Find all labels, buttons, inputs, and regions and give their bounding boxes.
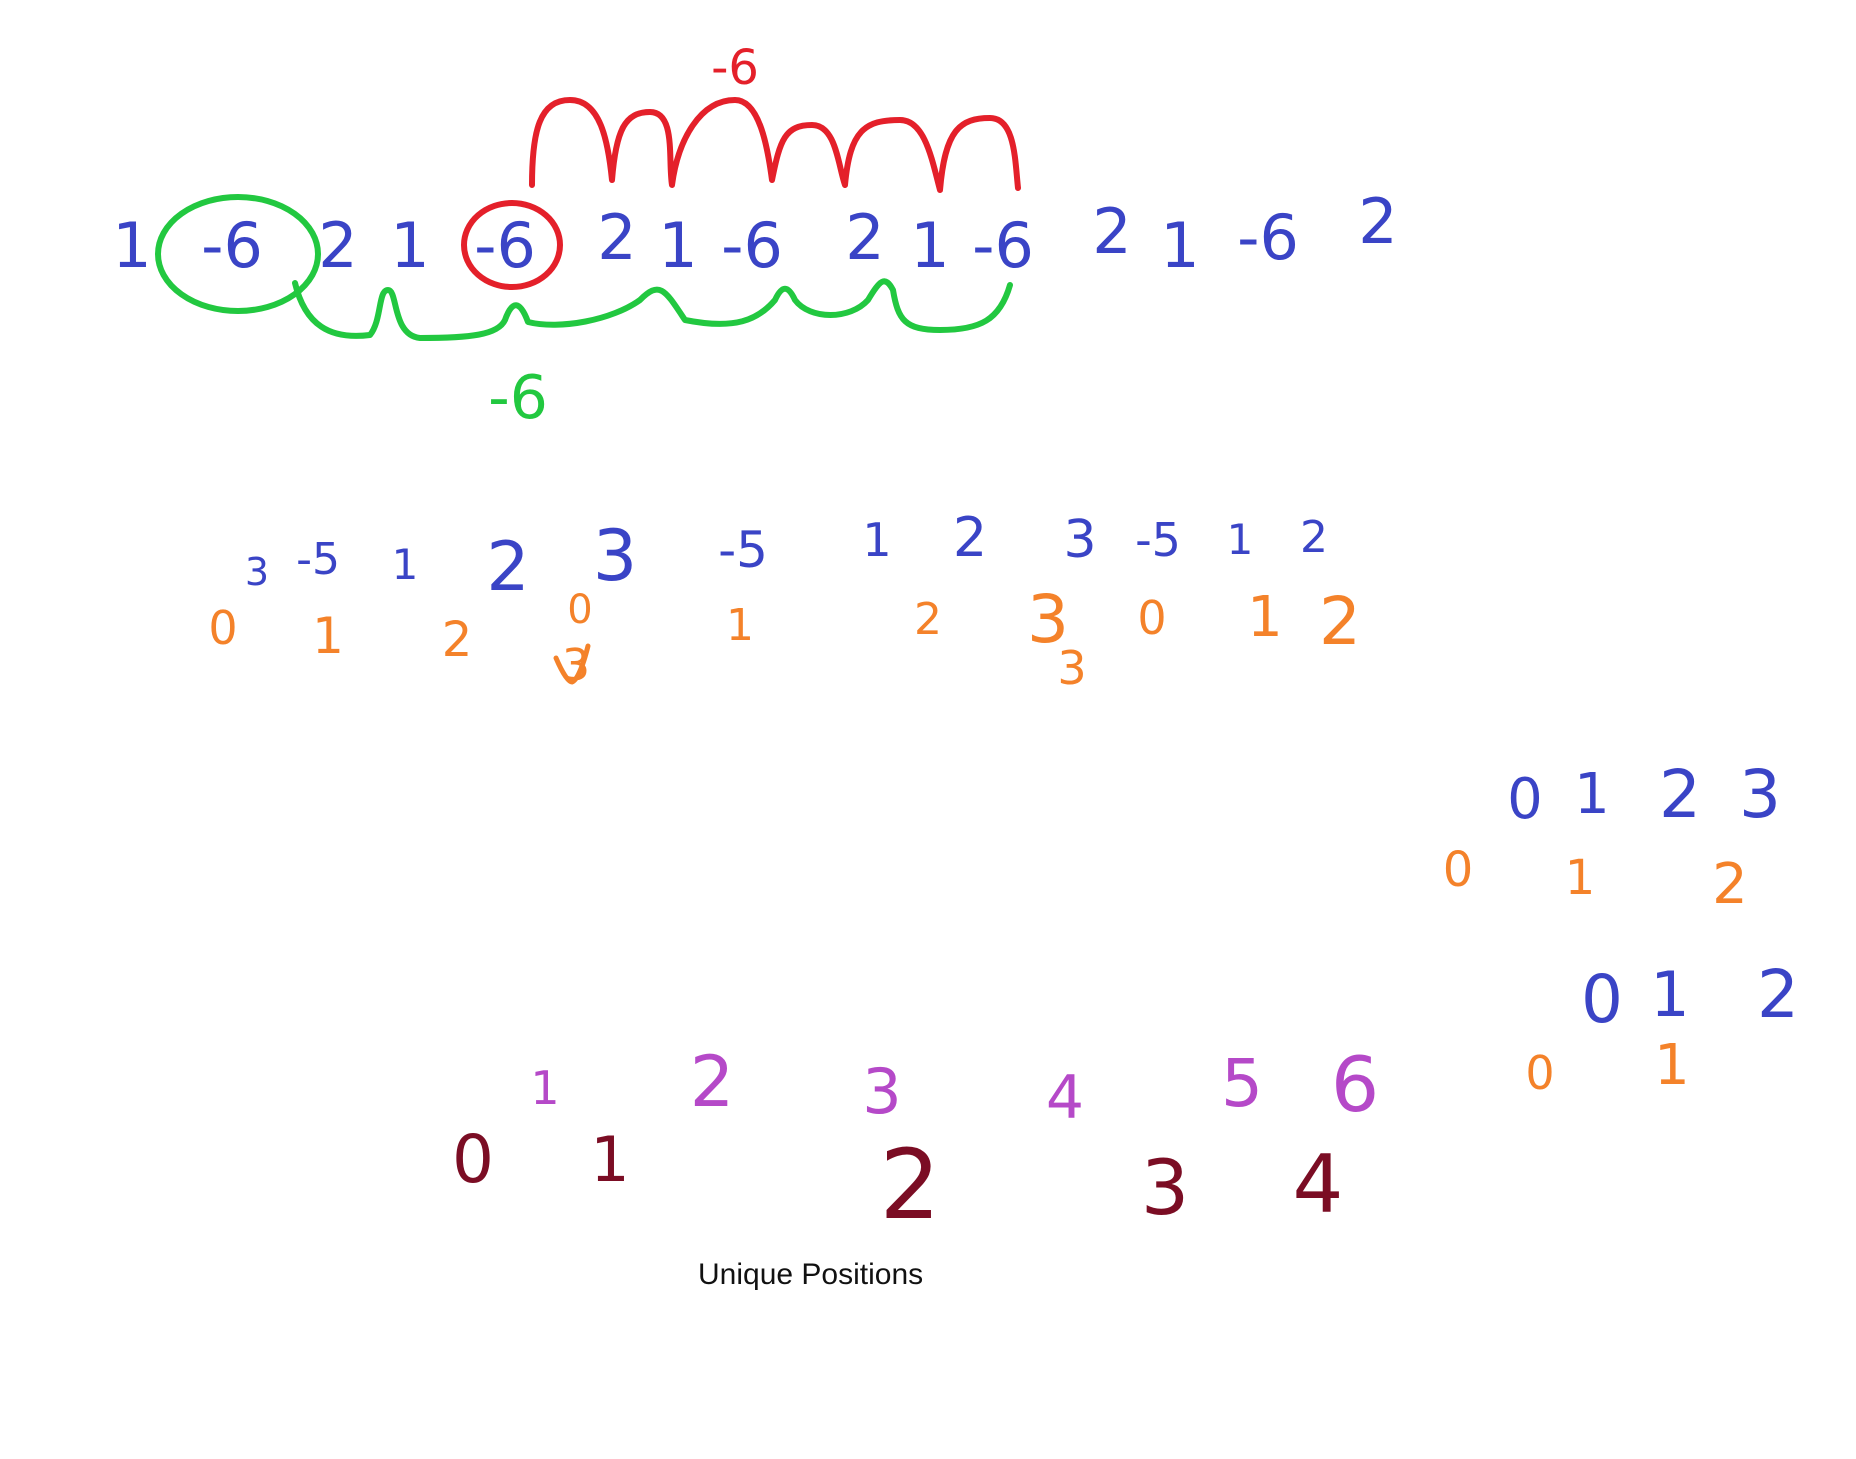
row1-blue-token: -6: [972, 209, 1034, 282]
row2-orange-token: 1: [312, 607, 344, 665]
row2-orange-token: 1: [726, 600, 754, 651]
row3-purple-token: 3: [862, 1055, 902, 1128]
row2-blue-token: 2: [486, 528, 530, 607]
row2-orange-token: 2: [1319, 583, 1361, 660]
red-circle: [461, 200, 563, 290]
block-a-blue-token: 1: [1574, 762, 1610, 827]
row1-blue-token: 1: [390, 209, 430, 282]
row1-blue-token: 1: [658, 209, 698, 282]
row3-maroon-token: 4: [1292, 1138, 1344, 1231]
row3-purple-token: 4: [1045, 1063, 1085, 1133]
row2-blue-token: -5: [718, 521, 768, 579]
row3-maroon-token: 3: [1140, 1143, 1190, 1232]
orange-tick-mark: [553, 643, 591, 685]
green-jump-label: -6: [488, 363, 548, 433]
row2-blue-token: 2: [1300, 512, 1328, 563]
row3-purple-token: 1: [530, 1061, 560, 1115]
row3-maroon-token: 1: [590, 1123, 630, 1196]
row3-maroon-token: 2: [879, 1129, 941, 1241]
block-b-blue-token: 1: [1650, 958, 1690, 1031]
row2-orange-token: 0: [208, 601, 238, 655]
block-b-orange-token: 1: [1654, 1033, 1690, 1098]
block-a-orange-token: 0: [1442, 842, 1474, 898]
row1-blue-token: -6: [474, 209, 536, 282]
row2-blue-token: 3: [244, 550, 270, 594]
row2-orange-token: 0: [1137, 591, 1167, 645]
row3-purple-token: 5: [1221, 1045, 1263, 1122]
row1-blue-token: 1: [1160, 209, 1200, 282]
row1-blue-token: -6: [721, 209, 783, 282]
red-arch-group: [529, 97, 1021, 193]
row1-blue-token: 2: [1092, 195, 1132, 268]
row2-blue-token: -5: [296, 534, 340, 585]
block-b-blue-token: 2: [1757, 956, 1799, 1033]
block-a-orange-token: 1: [1564, 850, 1596, 906]
green-scallop-group: [292, 278, 1013, 341]
row3-purple-token: 6: [1330, 1040, 1380, 1129]
row1-blue-token: -6: [201, 209, 263, 282]
row2-blue-token: 3: [1063, 510, 1097, 570]
block-b-orange-token: 0: [1525, 1046, 1555, 1100]
row2-orange-token: 1: [1247, 585, 1283, 650]
row2-orange-token: 2: [914, 594, 942, 645]
row1-blue-token: 2: [845, 201, 885, 274]
green-circle: [155, 194, 321, 314]
block-b-blue-token: 0: [1581, 961, 1623, 1038]
block-a-blue-token: 0: [1507, 767, 1543, 832]
block-a-blue-token: 2: [1659, 756, 1701, 833]
row2-orange-token: 3: [1057, 641, 1087, 695]
row1-blue-token: -6: [1237, 201, 1299, 274]
row1-blue-token: 2: [1358, 185, 1398, 258]
row2-blue-token: 1: [862, 513, 892, 567]
row1-blue-token: 1: [910, 209, 950, 282]
row2-blue-token: 3: [592, 515, 638, 597]
row2-blue-token: 1: [391, 540, 419, 589]
row2-blue-token: 2: [952, 506, 988, 569]
row2-blue-token: -5: [1135, 513, 1181, 567]
row1-blue-token: 2: [318, 209, 358, 282]
block-a-blue-token: 3: [1739, 756, 1781, 833]
row2-orange-token: 2: [441, 612, 473, 668]
row2-orange-token: 0: [567, 587, 593, 633]
row1-blue-token: 2: [597, 201, 637, 274]
row3-purple-token: 2: [689, 1041, 735, 1123]
block-a-orange-token: 2: [1712, 852, 1748, 917]
row2-orange-token: 3: [1027, 581, 1069, 658]
caption-text: Unique Positions: [698, 1258, 924, 1291]
red-jump-label: -6: [711, 40, 759, 96]
row1-blue-token: 1: [112, 209, 152, 282]
row2-blue-token: 1: [1226, 515, 1254, 564]
row2-orange-token: 3: [562, 640, 590, 691]
row3-maroon-token: 0: [452, 1121, 494, 1198]
